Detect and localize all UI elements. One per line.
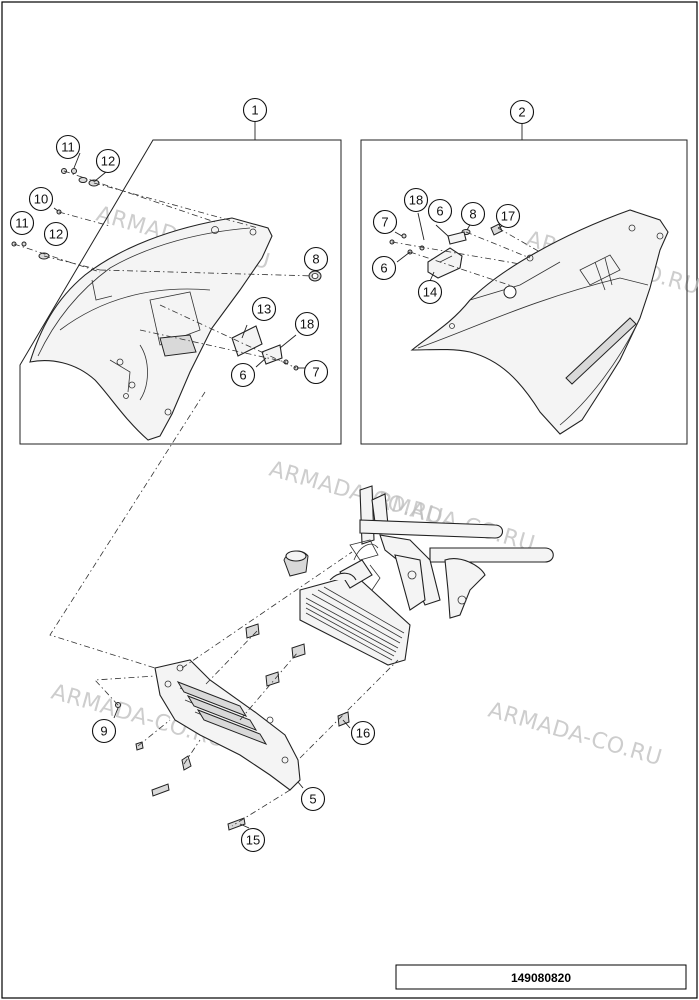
callout-16: 16 [350,720,376,746]
callout-circle [417,279,443,305]
detail-frame-left [19,139,342,445]
watermark: ARMADA-CO.RU [485,698,665,772]
callout-7: 7 [303,359,329,385]
callout-number: 12 [49,227,63,242]
callout-1: 1 [242,97,268,123]
document-number-box: 149080820 [395,964,687,990]
detail-box-right [360,120,688,445]
callout-circle [9,210,35,236]
callout-circle [495,203,521,229]
callout-17: 17 [495,203,521,229]
callout-circle [43,221,69,247]
callout-number: 12 [101,154,115,169]
callout-number: 8 [312,252,319,267]
callout-circle [28,186,54,212]
callout-number: 16 [356,726,370,741]
radiator-cover [154,659,301,791]
callout-circle [95,148,121,174]
callout-number: 9 [100,724,107,739]
callout-number: 11 [15,216,29,231]
callout-circle [230,362,256,388]
callout-circle [403,187,429,213]
callout-8: 8 [460,201,486,227]
callout-number: 6 [239,368,246,383]
side-fairing-right [410,209,669,435]
callout-circle [300,786,326,812]
callout-circle [240,827,266,853]
callout-15: 15 [240,827,266,853]
callout-number: 6 [436,204,443,219]
callout-number: 14 [423,285,437,300]
callout-number: 15 [246,833,260,848]
callout-circle [350,720,376,746]
callout-18: 18 [294,311,320,337]
callout-circle [509,99,535,125]
guide-lines-main [49,391,399,827]
callout-number: 1 [251,103,258,118]
guide-lines-left [13,170,316,369]
callout-14: 14 [417,279,443,305]
callout-10: 10 [28,186,54,212]
callout-6: 6 [427,198,453,224]
callout-circle [371,255,397,281]
callout-number: 18 [409,193,423,208]
guide-lines-right [391,227,541,287]
callout-number: 8 [469,207,476,222]
callout-18: 18 [403,187,429,213]
callout-number: 13 [257,302,271,317]
callout-circle [91,718,117,744]
side-fairing-left [29,217,273,441]
callout-circle [460,201,486,227]
callout-circle [372,209,398,235]
callout-12: 12 [43,221,69,247]
callout-circle [55,134,81,160]
callout-circle [242,97,268,123]
callout-number: 5 [309,792,316,807]
callout-9: 9 [91,718,117,744]
callout-12: 12 [95,148,121,174]
callout-number: 11 [61,140,75,155]
callout-number: 2 [518,105,525,120]
detail-frame-right [360,139,688,445]
callout-circle [427,198,453,224]
bolts-main [115,623,350,831]
callout-number: 7 [312,365,319,380]
radiator-fins [305,586,405,661]
callout-6: 6 [230,362,256,388]
callout-11: 11 [9,210,35,236]
callout-7: 7 [372,209,398,235]
callout-circle [294,311,320,337]
callout-11: 11 [55,134,81,160]
callout-number: 17 [501,209,515,224]
callout-circle [303,246,329,272]
frame-subframe [349,485,554,619]
callout-number: 18 [300,317,314,332]
callout-13: 13 [251,296,277,322]
callout-8: 8 [303,246,329,272]
detail-box-left [11,118,342,445]
callout-5: 5 [300,786,326,812]
bracket-14 [427,247,463,279]
callout-circle [251,296,277,322]
hardware-right [389,223,503,255]
callout-circle [303,359,329,385]
callout-number: 7 [381,215,388,230]
radiator [283,543,411,666]
document-number: 149080820 [511,971,571,985]
callout-2: 2 [509,99,535,125]
callout-number: 6 [380,261,387,276]
callout-number: 10 [34,192,48,207]
callout-6: 6 [371,255,397,281]
